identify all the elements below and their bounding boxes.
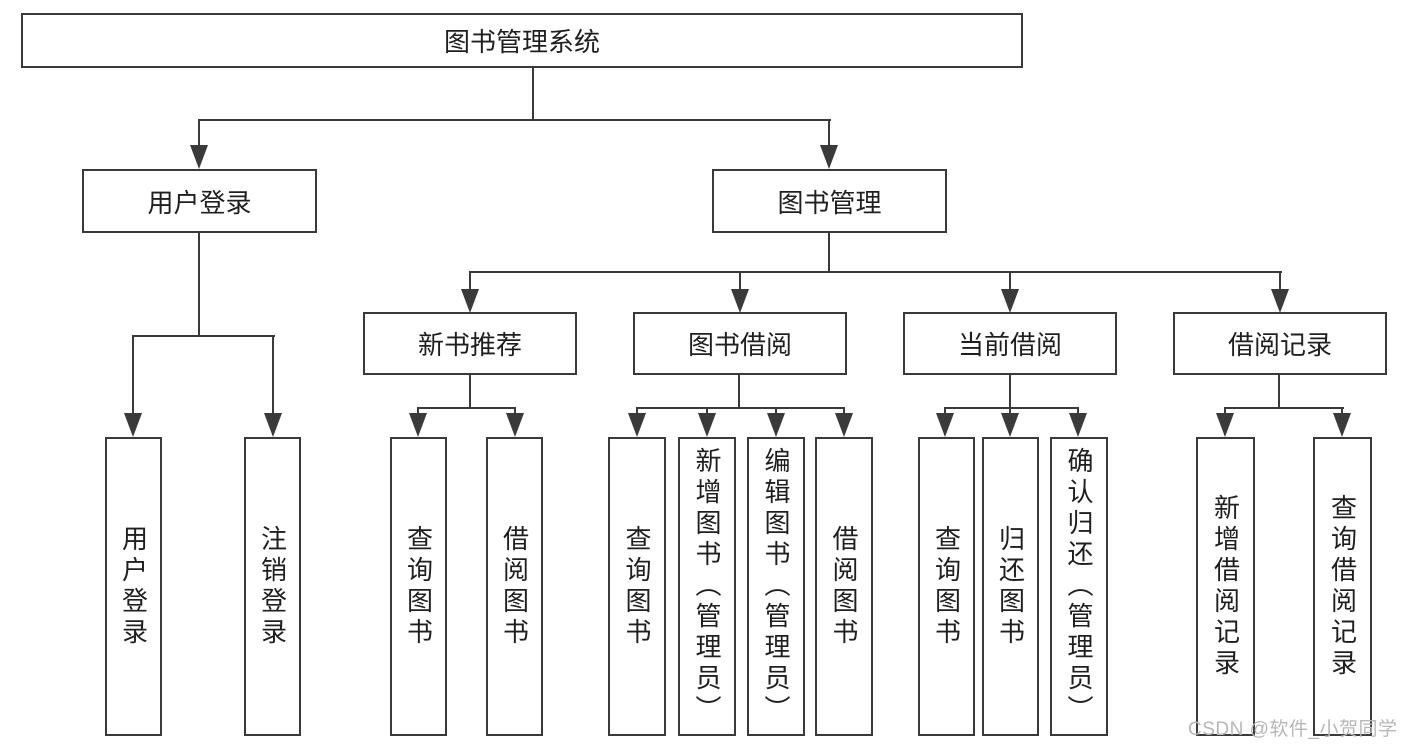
- node-label: 图书管理: [777, 187, 882, 218]
- leaf-user-login: 用户登录: [105, 437, 162, 736]
- arrow-down-icon: [1271, 289, 1289, 313]
- arrow-down-icon: [698, 413, 716, 437]
- leaf-query-books: 查询图书: [608, 437, 666, 736]
- arrow-down-icon: [731, 289, 749, 313]
- arrow-down-icon: [835, 413, 853, 437]
- node-new-book-recommend: 新书推荐: [363, 312, 577, 375]
- connector-vline: [1009, 272, 1011, 291]
- connector-hline: [198, 119, 831, 121]
- watermark-text: CSDN @软件_小贺同学: [1188, 719, 1398, 740]
- connector-vline: [272, 336, 274, 416]
- connector-vline: [828, 120, 830, 148]
- connector-vline: [1279, 272, 1281, 291]
- connector-vline: [1077, 408, 1079, 416]
- connector-vline: [417, 408, 419, 416]
- node-borrowing-records: 借阅记录: [1173, 312, 1387, 375]
- arrow-down-icon: [190, 145, 208, 169]
- leaf-query-borrow-record: 查询借阅记录: [1313, 437, 1372, 736]
- node-book-borrowing: 图书借阅: [633, 312, 847, 375]
- arrow-down-icon: [936, 413, 954, 437]
- connector-hline: [1224, 407, 1344, 409]
- leaf-add-borrow-record: 新增借阅记录: [1196, 437, 1255, 736]
- node-current-borrowing: 当前借阅: [903, 312, 1117, 375]
- connector-vline: [1009, 373, 1011, 409]
- node-label: 当前借阅: [957, 330, 1062, 360]
- connector-hline: [636, 407, 845, 409]
- leaf-label: 注销登录: [257, 524, 288, 649]
- connector-vline: [532, 66, 534, 121]
- connector-vline: [738, 373, 740, 409]
- leaf-add-books-admin: 新增图书（管理员）: [678, 437, 736, 736]
- connector-vline: [198, 231, 200, 337]
- connector-vline: [1278, 373, 1280, 409]
- arrow-down-icon: [767, 413, 785, 437]
- leaf-label: 借阅图书: [829, 524, 859, 649]
- leaf-borrow-books: 借阅图书: [815, 437, 873, 736]
- leaf-edit-books-admin: 编辑图书（管理员）: [747, 437, 805, 736]
- leaf-label: 查询借阅记录: [1327, 493, 1358, 680]
- arrow-down-icon: [1001, 289, 1019, 313]
- connector-vline: [132, 336, 134, 416]
- node-label: 图书管理系统: [443, 27, 600, 57]
- arrow-down-icon: [1069, 413, 1087, 437]
- arrow-down-icon: [409, 413, 427, 437]
- arrow-down-icon: [1001, 413, 1019, 437]
- leaf-label: 归还图书: [995, 524, 1026, 649]
- arrow-down-icon: [1216, 413, 1234, 437]
- connector-hline: [944, 407, 1079, 409]
- connector-vline: [469, 373, 471, 409]
- leaf-logout: 注销登录: [244, 437, 301, 736]
- leaf-confirm-return-admin: 确认归还（管理员）: [1050, 437, 1108, 736]
- leaf-label: 新增借阅记录: [1210, 493, 1241, 680]
- connector-vline: [198, 120, 200, 148]
- leaf-query-books: 查询图书: [390, 437, 447, 736]
- arrow-down-icon: [628, 413, 646, 437]
- leaf-query-books: 查询图书: [918, 437, 975, 736]
- node-user-login: 用户登录: [82, 169, 317, 233]
- connector-vline: [1341, 408, 1343, 416]
- connector-hline: [417, 407, 516, 409]
- node-label: 图书借阅: [687, 330, 792, 360]
- leaf-label: 用户登录: [118, 524, 149, 649]
- connector-vline: [1224, 408, 1226, 416]
- node-root-library-management-system: 图书管理系统: [21, 13, 1023, 68]
- connector-vline: [1009, 408, 1011, 416]
- arrow-down-icon: [264, 413, 282, 437]
- leaf-label: 查询图书: [931, 524, 962, 649]
- node-label: 用户登录: [147, 187, 252, 218]
- leaf-label: 确认归还（管理员）: [1064, 447, 1094, 726]
- arrow-down-icon: [1333, 413, 1351, 437]
- leaf-return-books: 归还图书: [982, 437, 1039, 736]
- leaf-label: 查询图书: [403, 524, 434, 649]
- connector-vline: [469, 272, 471, 291]
- leaf-label: 借阅图书: [499, 524, 530, 649]
- connector-vline: [739, 272, 741, 291]
- leaf-label: 查询图书: [622, 524, 652, 649]
- connector-vline: [636, 408, 638, 416]
- connector-vline: [828, 231, 830, 273]
- node-label: 借阅记录: [1227, 330, 1332, 360]
- arrow-down-icon: [461, 289, 479, 313]
- connector-vline: [706, 408, 708, 416]
- node-label: 新书推荐: [417, 330, 522, 360]
- connector-vline: [843, 408, 845, 416]
- connector-vline: [775, 408, 777, 416]
- arrow-down-icon: [506, 413, 524, 437]
- arrow-down-icon: [820, 145, 838, 169]
- node-book-management: 图书管理: [712, 169, 947, 233]
- connector-hline: [132, 335, 275, 337]
- connector-hline: [469, 271, 1282, 273]
- connector-vline: [944, 408, 946, 416]
- leaf-borrow-books: 借阅图书: [486, 437, 543, 736]
- connector-vline: [514, 408, 516, 416]
- leaf-label: 新增图书（管理员）: [692, 447, 722, 726]
- arrow-down-icon: [124, 413, 142, 437]
- leaf-label: 编辑图书（管理员）: [761, 447, 791, 726]
